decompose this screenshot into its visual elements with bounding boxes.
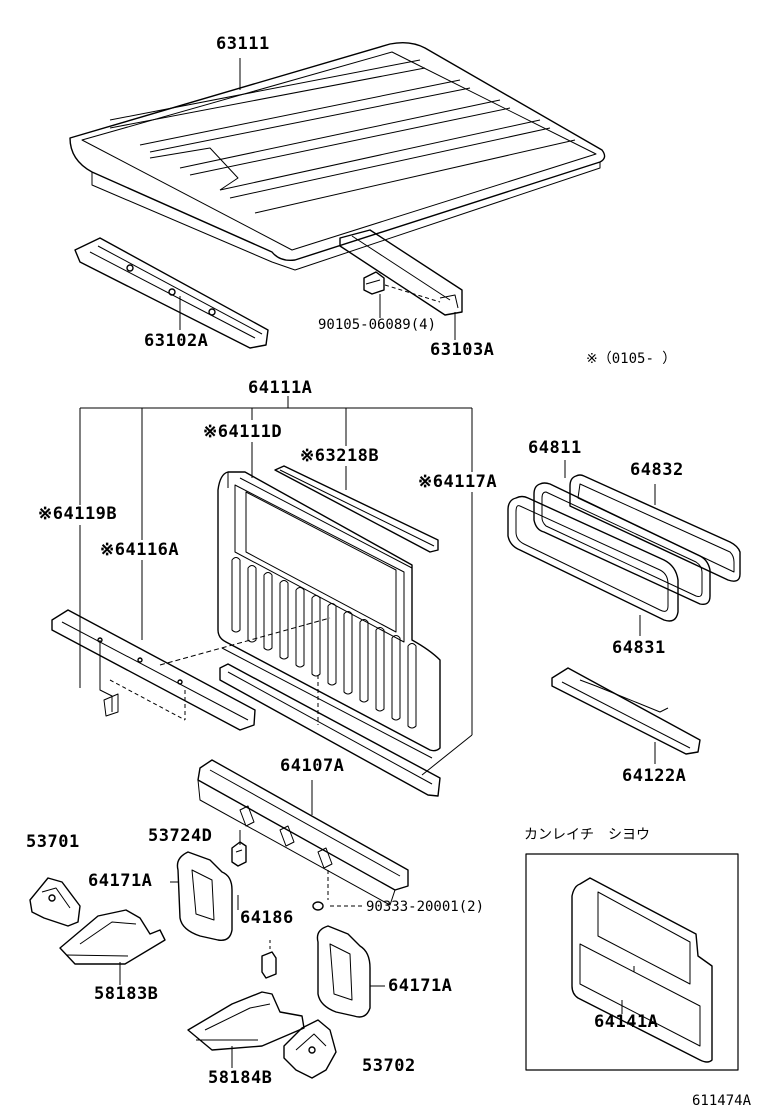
window-glass [533,482,711,606]
label-53724d: 53724D [148,826,213,846]
label-63218b: ※63218B [300,446,380,466]
roof-panel [69,41,606,271]
floor-crossmember [197,759,409,906]
label-90333-20001: 90333-20001(2) [366,899,485,915]
back-panel [217,471,441,759]
label-64119b: ※64119B [38,504,118,524]
cold-spec-panel [571,877,713,1063]
label-64116a: ※64116A [100,540,180,560]
bracket-53701 [29,877,81,927]
roof-bolt [363,271,441,303]
seal-strip [274,465,439,553]
side-reinforcement [51,609,256,731]
label-64831: 64831 [612,638,666,658]
rear-rail [551,667,701,755]
label-63111: 63111 [216,34,270,54]
roof-rail-rear [339,229,463,316]
cold-spec-box [525,853,739,1071]
reinforcement-right [187,991,305,1051]
label-64171a-left: 64171A [88,871,153,891]
label-63102a: 63102A [144,331,209,351]
clip [261,940,277,979]
label-64111d: ※64111D [203,422,283,442]
label-53702: 53702 [362,1056,416,1076]
label-64811: 64811 [528,438,582,458]
window-frame [507,495,679,622]
label-64111a: 64111A [248,378,313,398]
panel-dashed-link [159,617,331,666]
date-note: ※（0105‑ ） [586,351,677,367]
window-weatherstrip [569,474,741,582]
clip-bolt [312,870,362,911]
label-58183b: 58183B [94,984,159,1004]
label-63103a: 63103A [430,340,495,360]
label-64141a: 64141A [594,1012,659,1032]
bracket-53702 [283,1019,337,1079]
label-64186: 64186 [240,908,294,928]
figure-code: 611474A [692,1093,752,1109]
label-64832: 64832 [630,460,684,480]
label-64107a: 64107A [280,756,345,776]
roof-rail-front [74,237,269,349]
label-53701: 53701 [26,832,80,852]
label-58184b: 58184B [208,1068,273,1088]
support-left [176,851,233,941]
support-right [316,925,371,1018]
back-panel-group-bracket [79,396,473,776]
lower-sill [219,663,441,797]
reinforcement-left [59,909,166,965]
label-64171a-right: 64171A [388,976,453,996]
cold-spec-title: カンレイチ シヨウ [524,827,650,843]
label-64117a: ※64117A [418,472,498,492]
bracket-53724d [231,841,247,867]
label-90105-06089: 90105-06089(4) [318,317,437,333]
label-64122a: 64122A [622,766,687,786]
